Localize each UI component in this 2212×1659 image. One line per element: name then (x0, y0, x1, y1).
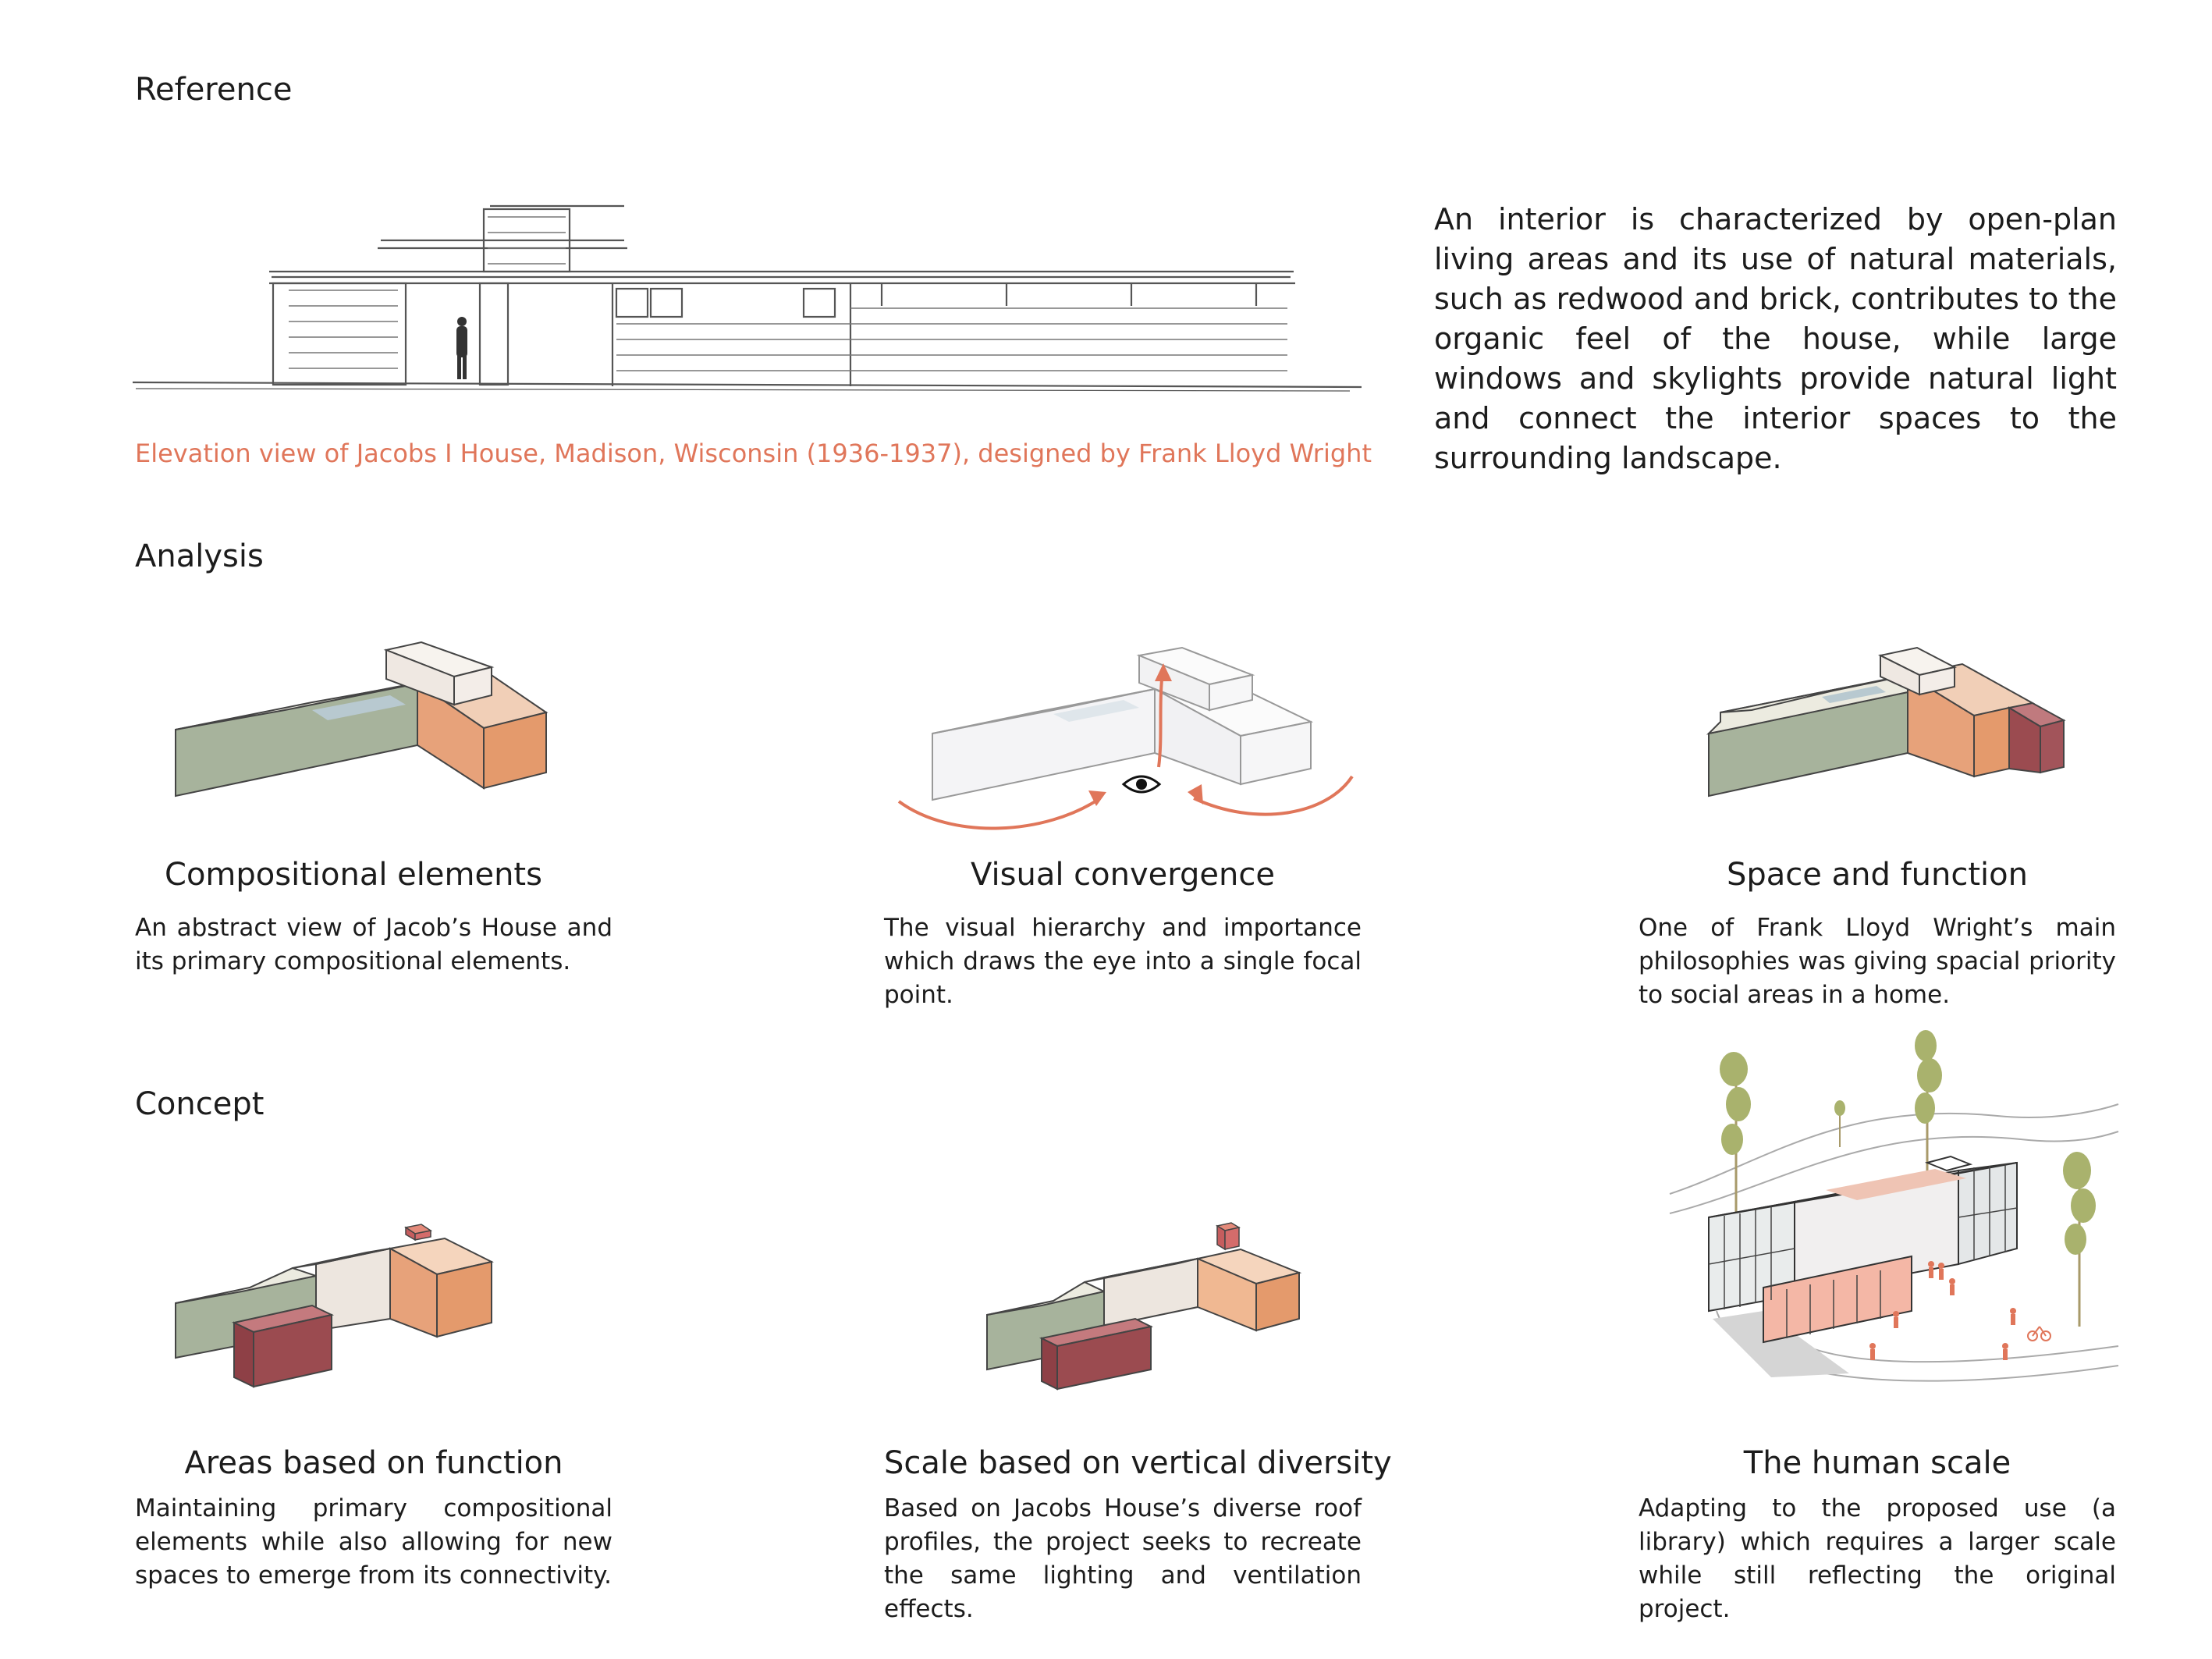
tree-icon (2063, 1152, 2096, 1327)
concept-title-3: The human scale (1743, 1445, 2011, 1481)
people-icon (1869, 1261, 2016, 1360)
concept-desc-1: Maintaining primary compositional elemen… (135, 1494, 612, 1590)
elevation-caption: Elevation view of Jacobs I House, Madiso… (135, 439, 1372, 468)
eye-icon (1121, 775, 1162, 794)
analysis-desc-2: The visual hierarchy and importance whic… (884, 914, 1362, 1009)
analysis-desc-1: An abstract view of Jacob’s House and it… (135, 914, 612, 975)
tree-icon (1720, 1052, 1751, 1225)
concept-title-2: Scale based on vertical diversity (884, 1445, 1392, 1481)
diagram-space-and-function (1706, 646, 2066, 798)
diagram-scale-vertical-diversity (986, 1222, 1302, 1391)
person-silhouette-icon (456, 317, 467, 379)
tree-icon (1834, 1100, 1845, 1147)
analysis-desc-3: One of Frank Lloyd Wright’s main philoso… (1639, 914, 2116, 1009)
diagram-compositional-elements (175, 641, 549, 798)
concept-title-1: Areas based on function (184, 1445, 563, 1481)
concept-desc-3: Adapting to the proposed use (a library)… (1639, 1494, 2116, 1623)
diagram-areas-based-on-function (175, 1224, 494, 1388)
diagram-visual-convergence (897, 646, 1354, 830)
bicycle-icon (2027, 1326, 2051, 1341)
section-title-analysis: Analysis (135, 538, 264, 574)
section-title-concept: Concept (135, 1086, 265, 1122)
analysis-title-2: Visual convergence (971, 857, 1275, 893)
reference-intro: An interior is characterized by open-pla… (1434, 202, 2117, 475)
diagram-human-scale (1669, 1030, 2119, 1382)
analysis-title-1: Compositional elements (165, 857, 542, 893)
concept-desc-2: Based on Jacobs House’s diverse roof pro… (884, 1494, 1362, 1623)
elevation-sketch (132, 204, 1362, 392)
analysis-title-3: Space and function (1727, 857, 2028, 893)
section-title-reference: Reference (135, 72, 293, 108)
